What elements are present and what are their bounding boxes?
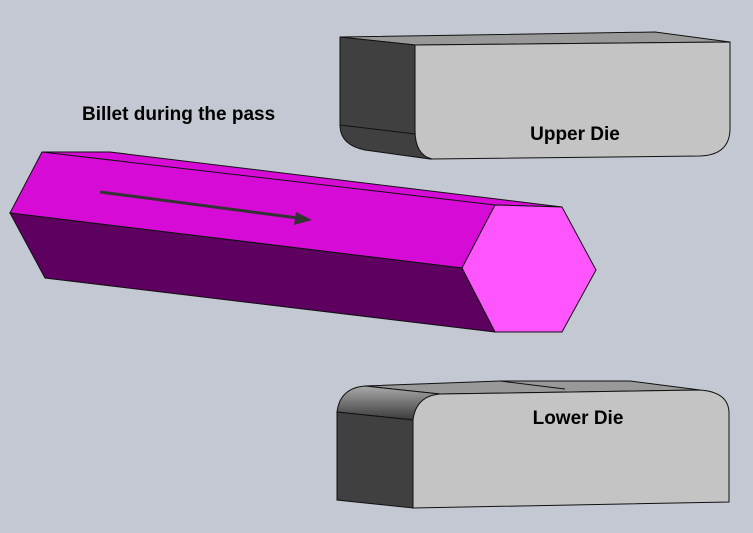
upper-die-label: Upper Die — [530, 124, 620, 145]
lower-die-front-face — [412, 389, 730, 509]
lower-die-edge — [499, 380, 566, 390]
direction-arrow-icon — [99, 190, 312, 225]
lower-die-label: Lower Die — [533, 408, 624, 429]
lower-die-side-face-lower — [336, 411, 414, 509]
upper-die-edge — [339, 124, 416, 135]
billet-end-face — [461, 204, 597, 333]
billet-edge — [41, 151, 496, 206]
billet — [9, 151, 597, 333]
upper-die — [339, 31, 731, 160]
lower-die — [336, 380, 730, 509]
billet-label: Billet during the pass — [82, 104, 275, 125]
upper-die-front-face — [414, 41, 731, 160]
